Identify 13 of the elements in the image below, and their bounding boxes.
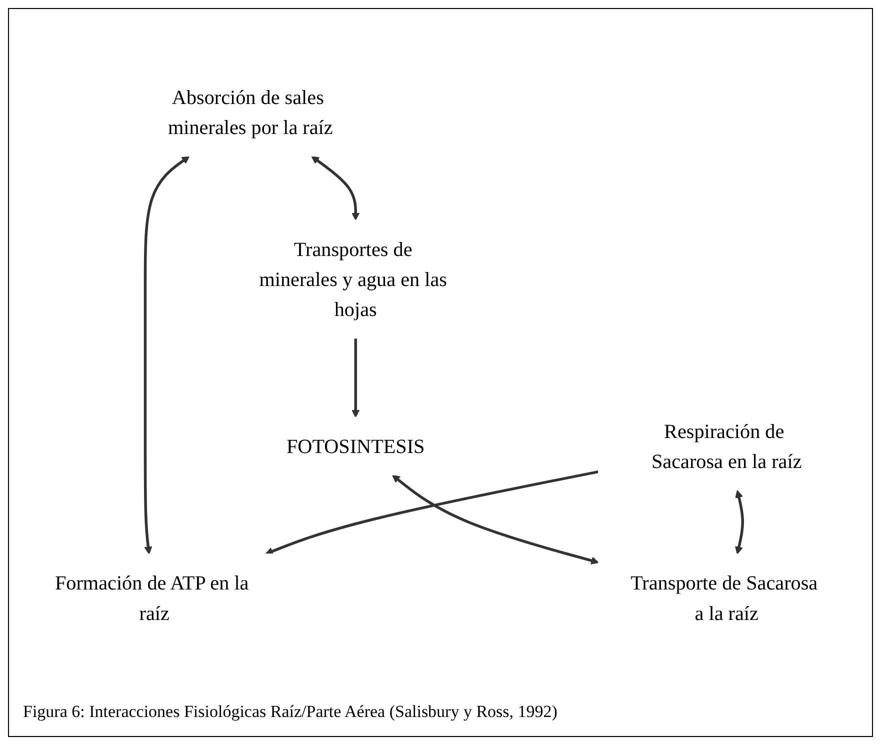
arrow: [144, 156, 190, 555]
arrow: [735, 490, 744, 555]
arrow: [352, 338, 360, 418]
figure-caption: Figura 6: Interacciones Fisiológicas Raíz/Parte Aérea (Salisbury y Ross, 1992): [22, 702, 558, 723]
node-text: Transportes de minerales y agua en las hojas: [259, 238, 447, 322]
node-text: Transporte de Sacarosa a la raíz: [630, 572, 818, 625]
arrow: [265, 470, 599, 556]
node-text: FOTOSINTESIS: [286, 435, 425, 458]
arrow: [311, 156, 360, 221]
node-text: Formación de ATP en la raíz: [54, 572, 249, 625]
arrow: [392, 475, 599, 565]
node-text: Absorción de sales minerales por la raíz: [168, 86, 333, 140]
node-text: Respiración de Sacarosa en la raíz: [651, 420, 802, 474]
